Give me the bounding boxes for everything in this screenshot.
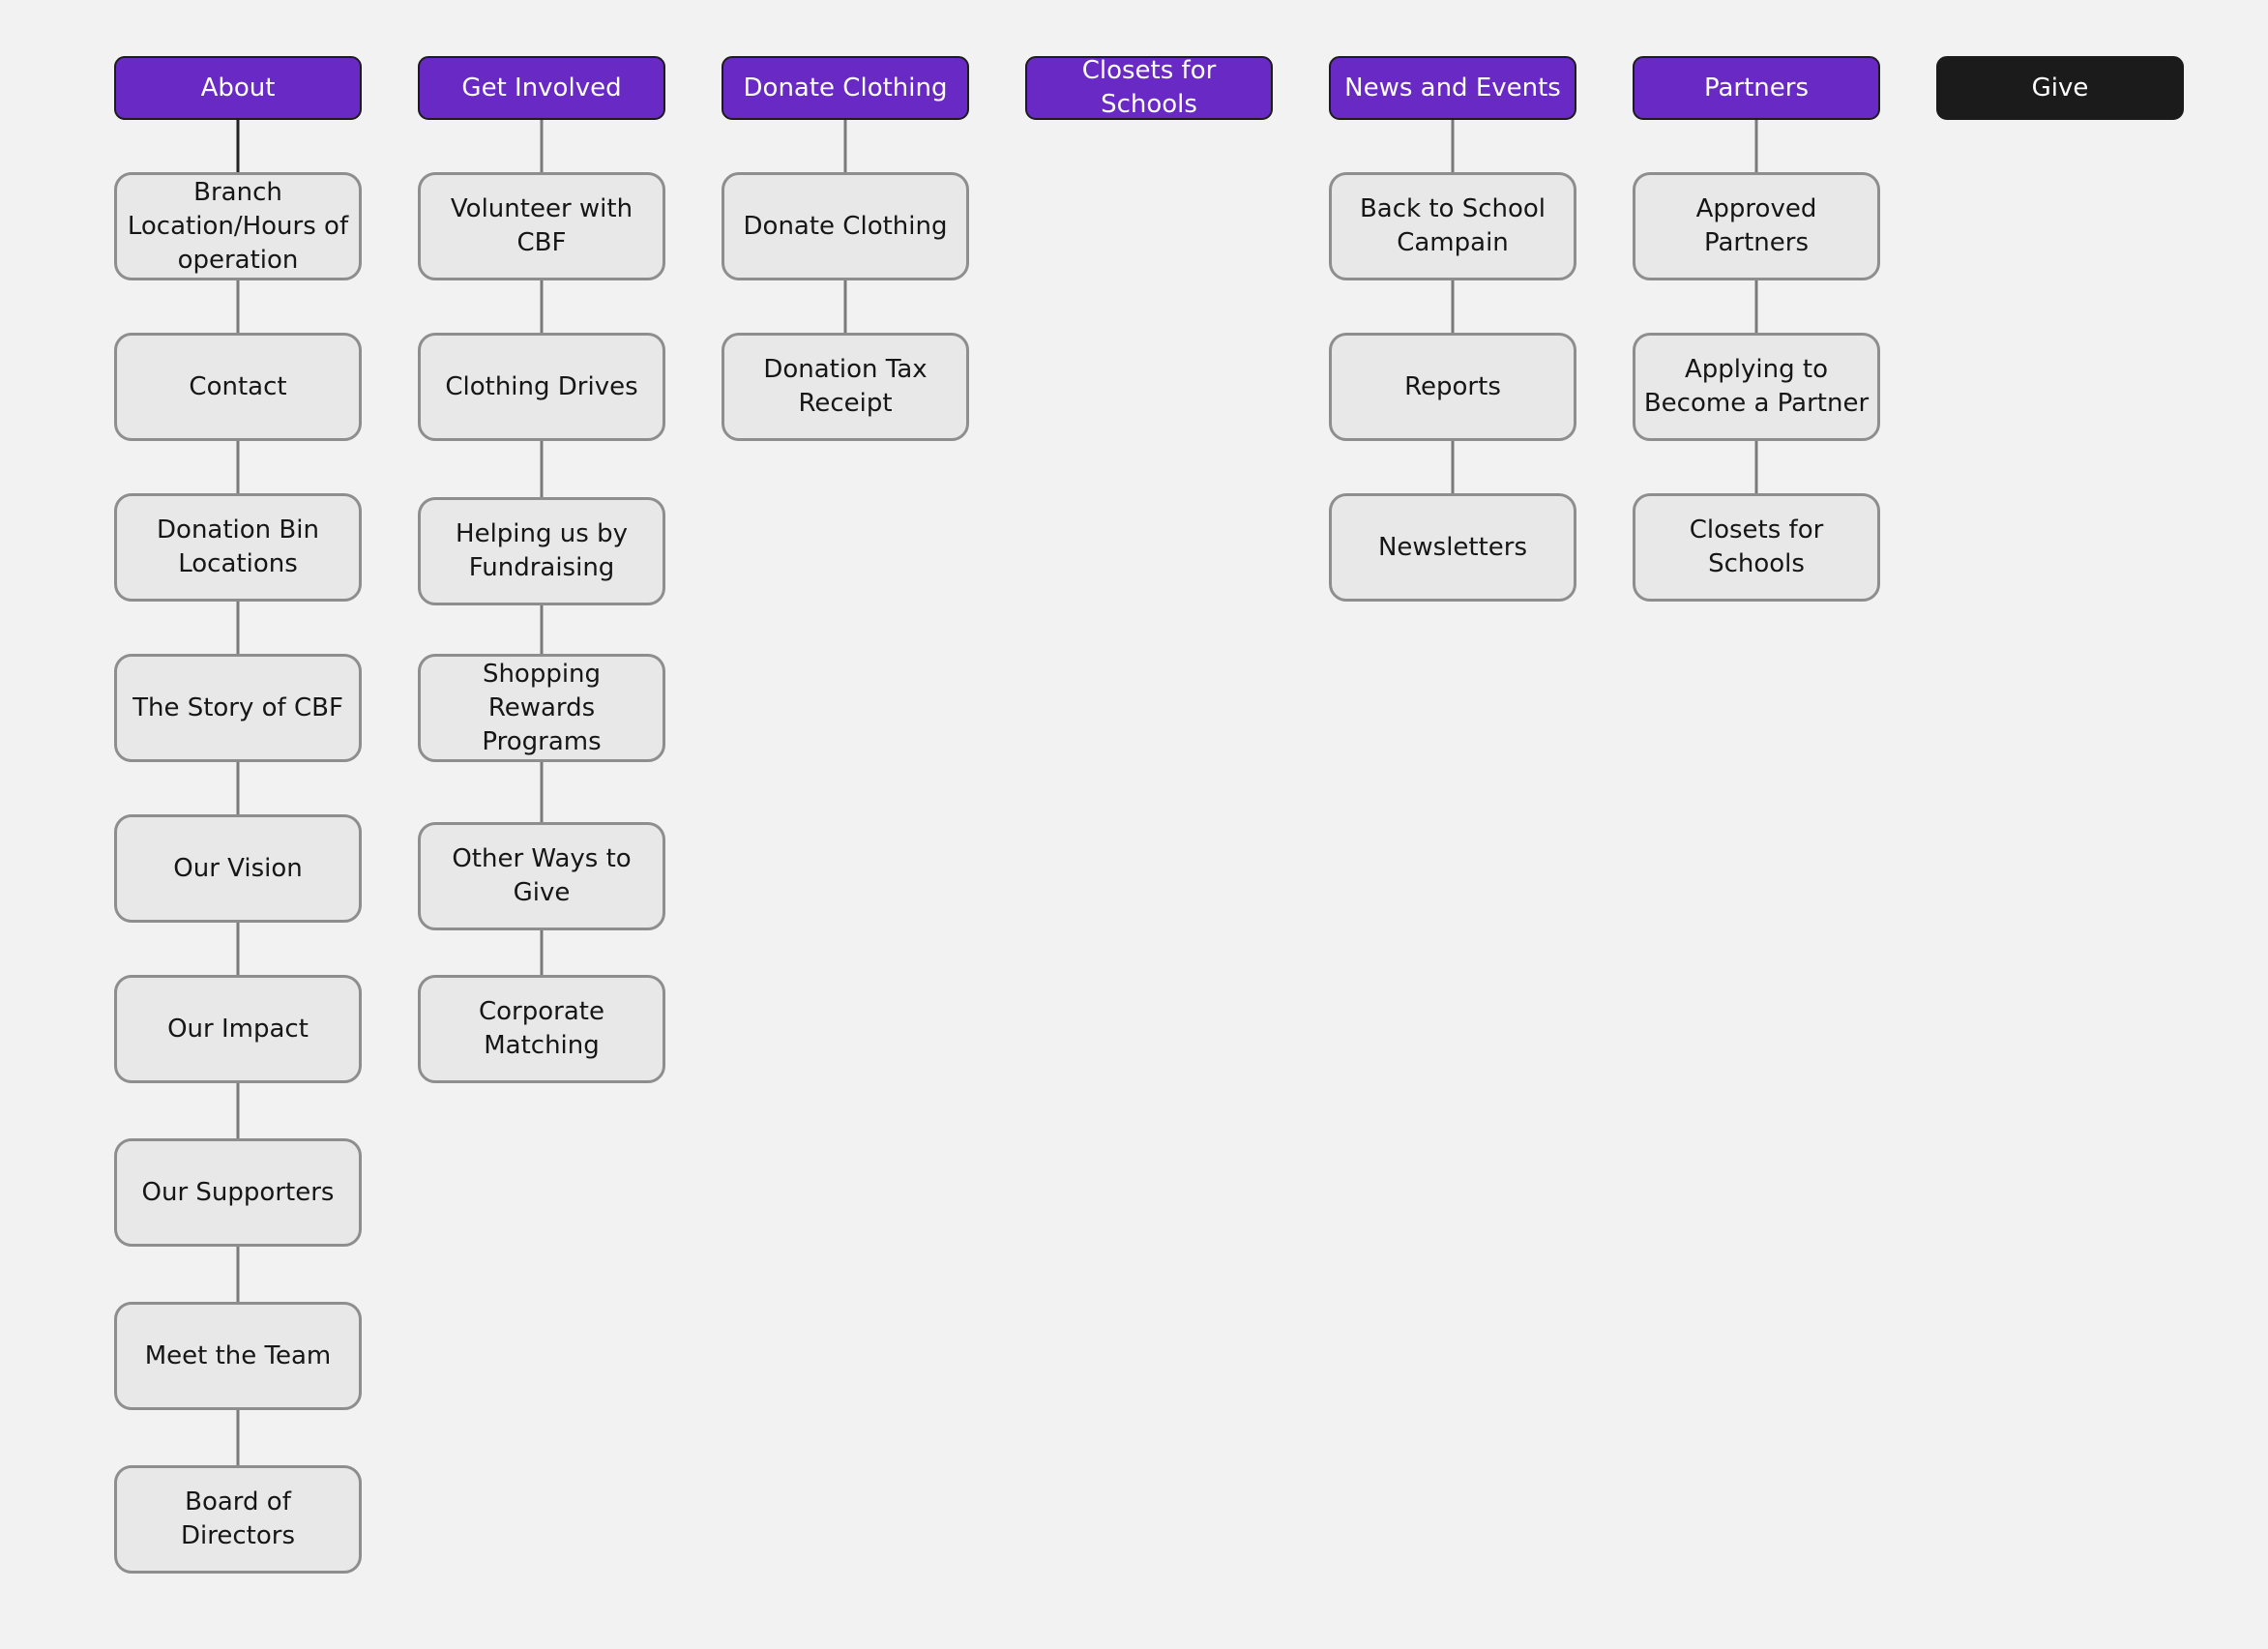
top-nav-closets-for-schools[interactable]: Closets for Schools bbox=[1025, 56, 1273, 120]
top-nav-label: Get Involved bbox=[461, 73, 622, 103]
sitemap-node-label: Donation Tax Receipt bbox=[763, 355, 928, 418]
top-nav-label: Closets for Schools bbox=[1081, 56, 1217, 119]
sitemap-node-applying-to-become-a-partner[interactable]: Applying to Become a Partner bbox=[1633, 333, 1880, 441]
top-nav-partners[interactable]: Partners bbox=[1633, 56, 1880, 120]
sitemap-node-label: Back to School Campain bbox=[1359, 194, 1546, 257]
sitemap-node-contact[interactable]: Contact bbox=[114, 333, 362, 441]
sitemap-node-label: Our Impact bbox=[167, 1014, 309, 1044]
sitemap-node-label: Corporate Matching bbox=[479, 997, 604, 1060]
sitemap-node-label: Clothing Drives bbox=[445, 371, 638, 401]
sitemap-node-newsletters[interactable]: Newsletters bbox=[1329, 493, 1576, 602]
top-nav-label: About bbox=[200, 73, 276, 103]
sitemap-node-donate-clothing[interactable]: Donate Clothing bbox=[722, 172, 969, 280]
sitemap-node-label: Our Vision bbox=[173, 853, 303, 883]
sitemap-node-label: Reports bbox=[1404, 371, 1501, 401]
sitemap-node-label: Donate Clothing bbox=[743, 211, 948, 241]
sitemap-node-back-to-school-campain[interactable]: Back to School Campain bbox=[1329, 172, 1576, 280]
sitemap-node-label: Donation Bin Locations bbox=[157, 515, 319, 578]
sitemap-node-the-story-of-cbf[interactable]: The Story of CBF bbox=[114, 654, 362, 762]
top-nav-about[interactable]: About bbox=[114, 56, 362, 120]
top-nav-give[interactable]: Give bbox=[1936, 56, 2184, 120]
sitemap-node-our-supporters[interactable]: Our Supporters bbox=[114, 1138, 362, 1247]
sitemap-node-label: Applying to Become a Partner bbox=[1643, 355, 1870, 418]
top-nav-get-involved[interactable]: Get Involved bbox=[418, 56, 665, 120]
sitemap-node-helping-us-by-fundraising[interactable]: Helping us by Fundraising bbox=[418, 497, 665, 605]
sitemap-node-label: Shopping Rewards Programs bbox=[482, 659, 602, 756]
sitemap-node-board-of-directors[interactable]: Board of Directors bbox=[114, 1465, 362, 1574]
sitemap-node-label: Newsletters bbox=[1377, 532, 1528, 562]
sitemap-node-closets-for-schools[interactable]: Closets for Schools bbox=[1633, 493, 1880, 602]
sitemap-node-donation-bin-locations[interactable]: Donation Bin Locations bbox=[114, 493, 362, 602]
sitemap-node-clothing-drives[interactable]: Clothing Drives bbox=[418, 333, 665, 441]
sitemap-node-our-impact[interactable]: Our Impact bbox=[114, 975, 362, 1083]
sitemap-node-reports[interactable]: Reports bbox=[1329, 333, 1576, 441]
sitemap-node-branch-location-hours-of-operation[interactable]: Branch Location/Hours of operation bbox=[114, 172, 362, 280]
sitemap-node-other-ways-to-give[interactable]: Other Ways to Give bbox=[418, 822, 665, 930]
sitemap-node-volunteer-with-cbf[interactable]: Volunteer with CBF bbox=[418, 172, 665, 280]
sitemap-node-label: Volunteer with CBF bbox=[450, 194, 633, 257]
sitemap-node-label: Closets for Schools bbox=[1689, 515, 1824, 578]
top-nav-news-and-events[interactable]: News and Events bbox=[1329, 56, 1576, 120]
sitemap-node-label: Meet the Team bbox=[144, 1340, 332, 1370]
top-nav-label: Donate Clothing bbox=[743, 73, 948, 103]
sitemap-node-donation-tax-receipt[interactable]: Donation Tax Receipt bbox=[722, 333, 969, 441]
sitemap-node-meet-the-team[interactable]: Meet the Team bbox=[114, 1302, 362, 1410]
sitemap-node-shopping-rewards-programs[interactable]: Shopping Rewards Programs bbox=[418, 654, 665, 762]
sitemap-node-label: Helping us by Fundraising bbox=[456, 519, 628, 582]
top-nav-label: News and Events bbox=[1344, 73, 1561, 103]
sitemap-node-corporate-matching[interactable]: Corporate Matching bbox=[418, 975, 665, 1083]
top-nav-donate-clothing[interactable]: Donate Clothing bbox=[722, 56, 969, 120]
sitemap-node-label: Other Ways to Give bbox=[452, 844, 632, 907]
sitemap-node-label: The Story of CBF bbox=[133, 692, 343, 722]
sitemap-node-our-vision[interactable]: Our Vision bbox=[114, 814, 362, 923]
top-nav-label: Give bbox=[2031, 73, 2089, 103]
sitemap-node-approved-partners[interactable]: Approved Partners bbox=[1633, 172, 1880, 280]
sitemap-node-label: Board of Directors bbox=[181, 1487, 295, 1550]
sitemap-node-label: Branch Location/Hours of operation bbox=[127, 177, 349, 275]
top-nav-label: Partners bbox=[1703, 73, 1810, 103]
sitemap-node-label: Approved Partners bbox=[1695, 194, 1817, 257]
sitemap-node-label: Our Supporters bbox=[141, 1177, 335, 1207]
sitemap-node-label: Contact bbox=[189, 371, 287, 401]
